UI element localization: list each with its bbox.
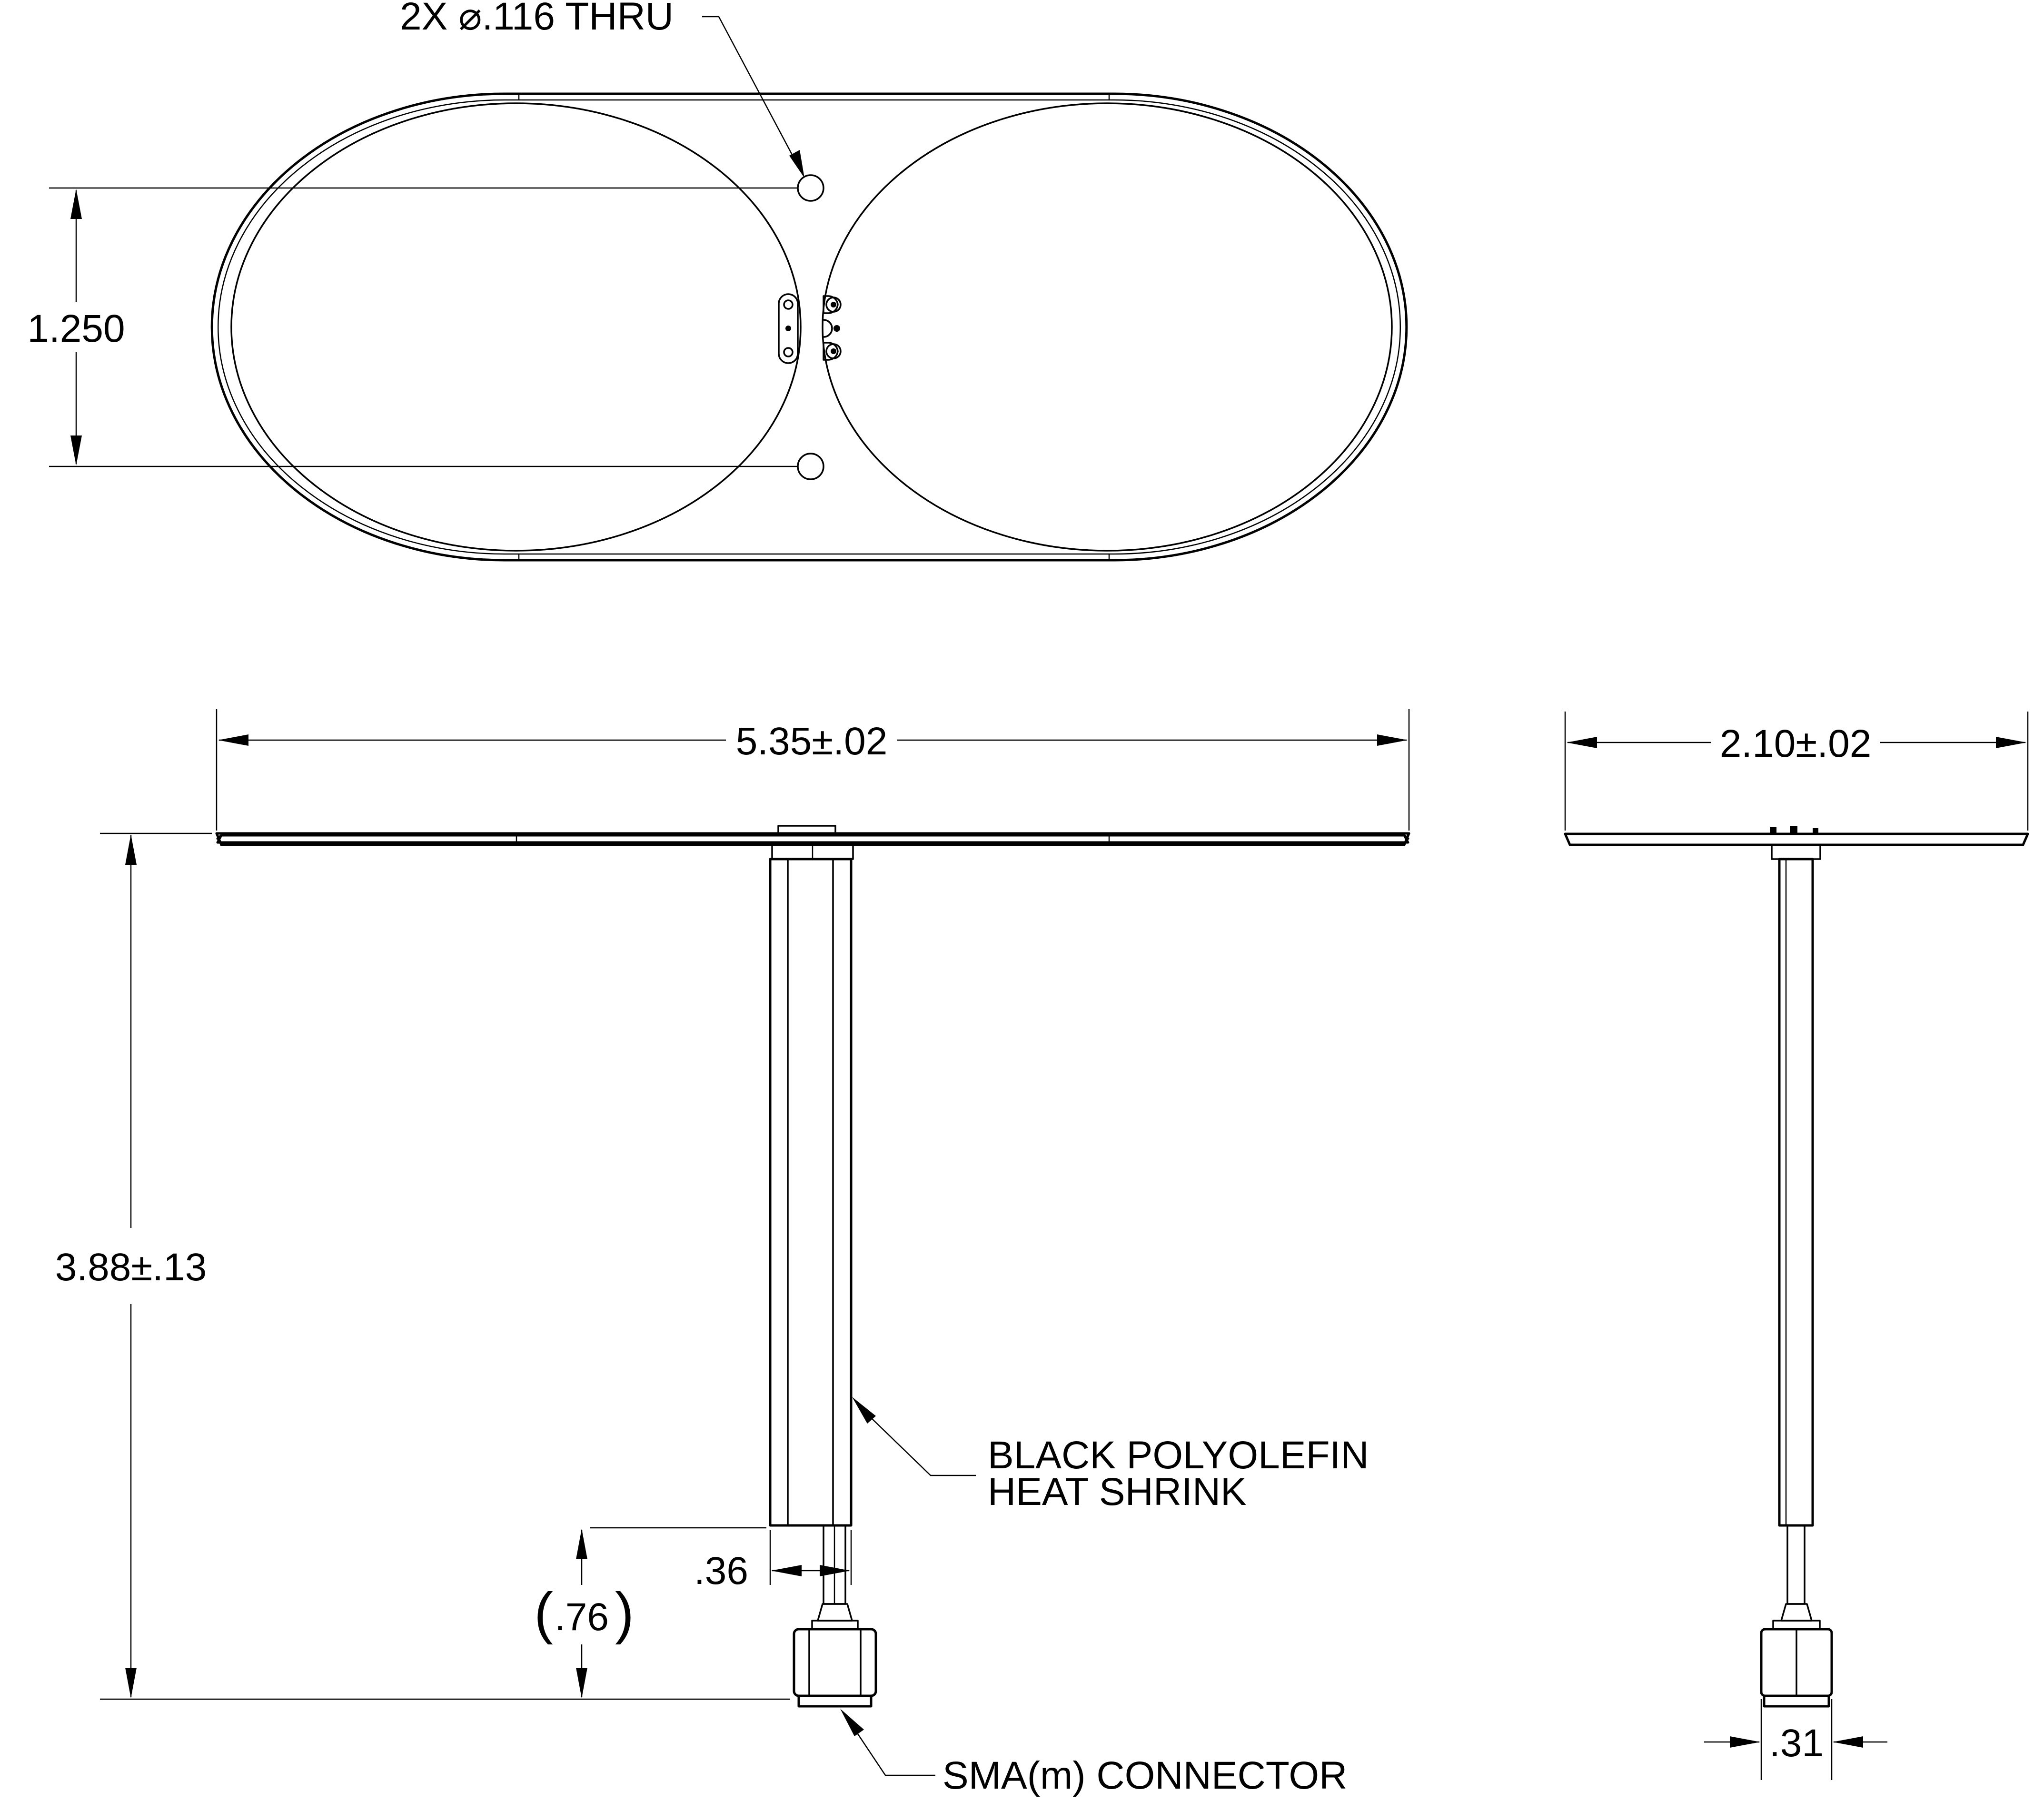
width-arrow-left: [1567, 737, 1597, 748]
feed-pad-left-via-top: [783, 299, 794, 310]
side-board-right-tip: [2022, 832, 2029, 846]
front-sma-neck: [817, 1603, 853, 1622]
feed-pad-left-via-bottom: [783, 347, 794, 357]
hole-callout-label: 2X ⌀.116 THRU: [400, 0, 674, 38]
width-label: 2.10±.02: [1720, 722, 1872, 765]
side-sma-base: [1763, 1694, 1830, 1708]
front-sma-nut: [793, 1628, 877, 1697]
hole-callout-leader: [702, 16, 801, 169]
hole-callout-arrow: [789, 150, 804, 178]
connector-length-paren-open: (: [534, 1581, 553, 1645]
height-arrow-bottom: [125, 1668, 137, 1698]
length-label: 5.35±.02: [736, 720, 888, 763]
connector-callout-label: SMA(m) CONNECTOR: [943, 1754, 1347, 1797]
hole-spacing-label: 1.250: [27, 307, 125, 350]
offset-arrow-left: [771, 1565, 802, 1576]
board-outline-inner: [218, 99, 1401, 555]
front-view: 5.35±.02 3.88±.13 ( .76 ) .36 BLACK POLY…: [55, 709, 1410, 1797]
feed-pad-right-via-mid: [833, 325, 840, 332]
width-arrow-right: [1996, 737, 2026, 748]
feed-pad-left-via-mid: [785, 326, 791, 331]
connector-width-label: .31: [1769, 1722, 1824, 1765]
side-view: 2.10±.02 .31: [1564, 712, 2029, 1780]
connector-length-arrow-top: [576, 1529, 587, 1559]
front-sma-base: [797, 1694, 873, 1708]
connector-width-arrow-left: [1730, 1736, 1760, 1748]
hole-spacing-arrow-bottom: [70, 435, 82, 465]
side-cable: [1786, 1524, 1806, 1605]
hole-spacing-arrow-top: [70, 189, 82, 219]
side-bump-left: [1770, 827, 1776, 834]
feed-pad-right-via-bottom-core: [831, 348, 836, 354]
side-bump-right: [1813, 828, 1818, 834]
feed-pad-right-via-top: [825, 297, 842, 313]
length-arrow-left: [218, 734, 248, 746]
heatshrink-callout-line1: BLACK POLYOLEFIN: [988, 1434, 1369, 1477]
side-board-left-tip: [1564, 832, 1571, 846]
top-view: 1.250 2X ⌀.116 THRU: [27, 0, 1408, 562]
length-arrow-right: [1377, 734, 1408, 746]
height-label: 3.88±.13: [55, 1246, 207, 1289]
connector-callout-leader: [846, 1718, 935, 1776]
mounting-hole-top: [797, 174, 824, 202]
board-outline-outer: [210, 92, 1408, 562]
feed-pad-right-via-bottom: [825, 343, 842, 359]
front-board-left-tip: [215, 832, 223, 846]
connector-length-label: .76: [555, 1595, 609, 1639]
side-bump-mid: [1790, 826, 1797, 834]
connector-length-arrow-bottom: [576, 1668, 587, 1698]
side-sma-neck: [1780, 1603, 1813, 1622]
side-heat-shrink: [1778, 858, 1814, 1527]
feed-pad-right-via-top-core: [831, 302, 836, 307]
heatshrink-callout-line2: HEAT SHRINK: [988, 1470, 1247, 1514]
offset-label: .36: [694, 1549, 748, 1593]
connector-callout-arrow: [840, 1709, 864, 1736]
front-sma-collar: [811, 1620, 859, 1630]
left-dipole-element: [230, 102, 802, 552]
front-board-right-tip: [1403, 832, 1410, 846]
front-board-edge: [216, 834, 1409, 844]
heatshrink-callout-leader: [856, 1404, 976, 1476]
mounting-hole-bottom: [797, 453, 824, 480]
height-arrow-top: [125, 834, 137, 865]
offset-arrow-right: [820, 1565, 850, 1576]
front-feed-block: [777, 825, 836, 834]
feed-pad-left: [778, 293, 799, 364]
right-dipole-element: [822, 102, 1393, 552]
side-sma-collar: [1772, 1620, 1821, 1630]
side-solder-block: [1771, 844, 1821, 860]
feed-pad-right-notch: [823, 319, 833, 338]
connector-width-arrow-right: [1833, 1736, 1863, 1748]
connector-length-paren-close: ): [615, 1581, 634, 1645]
front-heat-shrink: [769, 858, 853, 1527]
